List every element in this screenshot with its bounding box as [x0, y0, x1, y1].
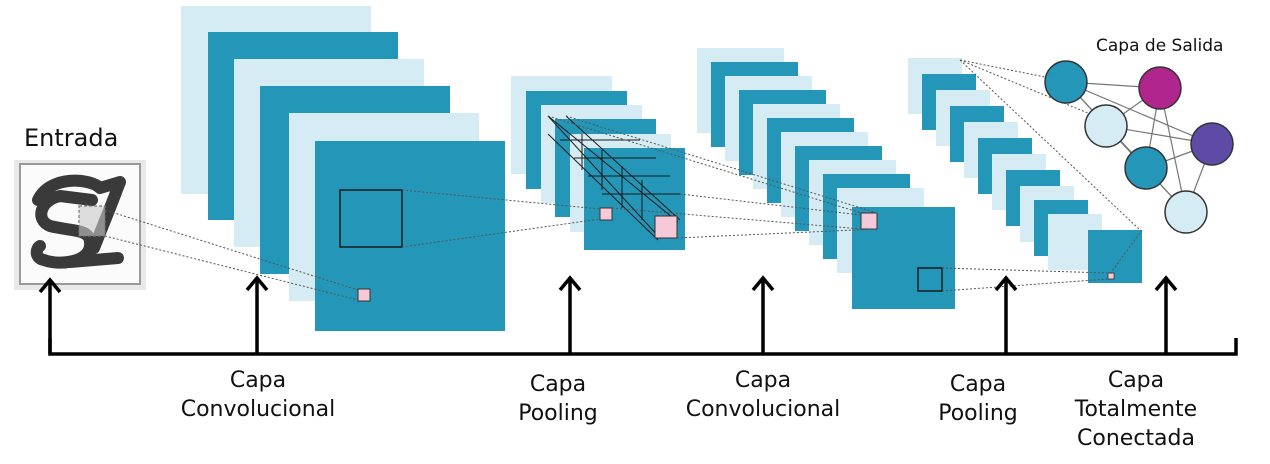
arrow-head — [751, 275, 775, 292]
input-title: Entrada — [24, 124, 119, 152]
output-layer-title: Capa de Salida — [1096, 36, 1224, 56]
arrow-head — [38, 277, 62, 294]
stage-label-line: Totalmente — [1074, 397, 1198, 422]
pool2-feature-maps — [908, 58, 1142, 283]
stage-arrows — [38, 275, 1178, 354]
stage-label-line: Capa — [529, 372, 587, 397]
conv2-feature-maps — [697, 48, 955, 309]
stage-label-line: Capa — [949, 372, 1007, 397]
pool1-feature-maps — [511, 76, 685, 250]
stage-label-pool2: Capa Pooling — [918, 370, 1038, 428]
input-image — [14, 160, 146, 290]
stage-label-line: Pooling — [938, 401, 1018, 426]
conv1-kernel-window — [339, 189, 403, 248]
arrow-head — [994, 275, 1018, 292]
arrow-head — [245, 275, 269, 292]
conv2-kernel-window — [917, 267, 943, 292]
arrow-head — [558, 275, 582, 292]
baseline-bracket — [48, 338, 1238, 356]
stage-label-line: Capa — [1107, 368, 1165, 393]
conv1-feature-maps — [181, 6, 505, 331]
stage-label-pool1: Capa Pooling — [498, 370, 618, 428]
stage-label-conv2: Capa Convolucional — [663, 366, 863, 424]
pooling-grid — [547, 115, 681, 241]
stage-label-conv1: Capa Convolucional — [158, 366, 358, 424]
stage-label-line: Convolucional — [685, 397, 841, 422]
connection-lines — [104, 59, 1143, 301]
stage-label-line: Capa — [734, 368, 792, 393]
stage-label-line: Pooling — [518, 401, 598, 426]
input-receptive-field — [78, 205, 106, 237]
neuron — [1164, 190, 1208, 234]
neuron — [1044, 60, 1088, 104]
stage-label-line: Conectada — [1077, 426, 1195, 451]
handwritten-digit — [30, 174, 126, 269]
stage-label-fc: Capa Totalmente Conectada — [1056, 366, 1216, 453]
output-neuron-purple — [1190, 122, 1234, 166]
neuron — [1124, 146, 1168, 190]
stage-label-line: Convolucional — [180, 397, 336, 422]
neurons — [1044, 60, 1234, 234]
neuron — [1084, 104, 1128, 148]
output-neuron-magenta — [1138, 66, 1182, 110]
arrow-head — [1154, 275, 1178, 292]
stage-label-line: Capa — [229, 368, 287, 393]
